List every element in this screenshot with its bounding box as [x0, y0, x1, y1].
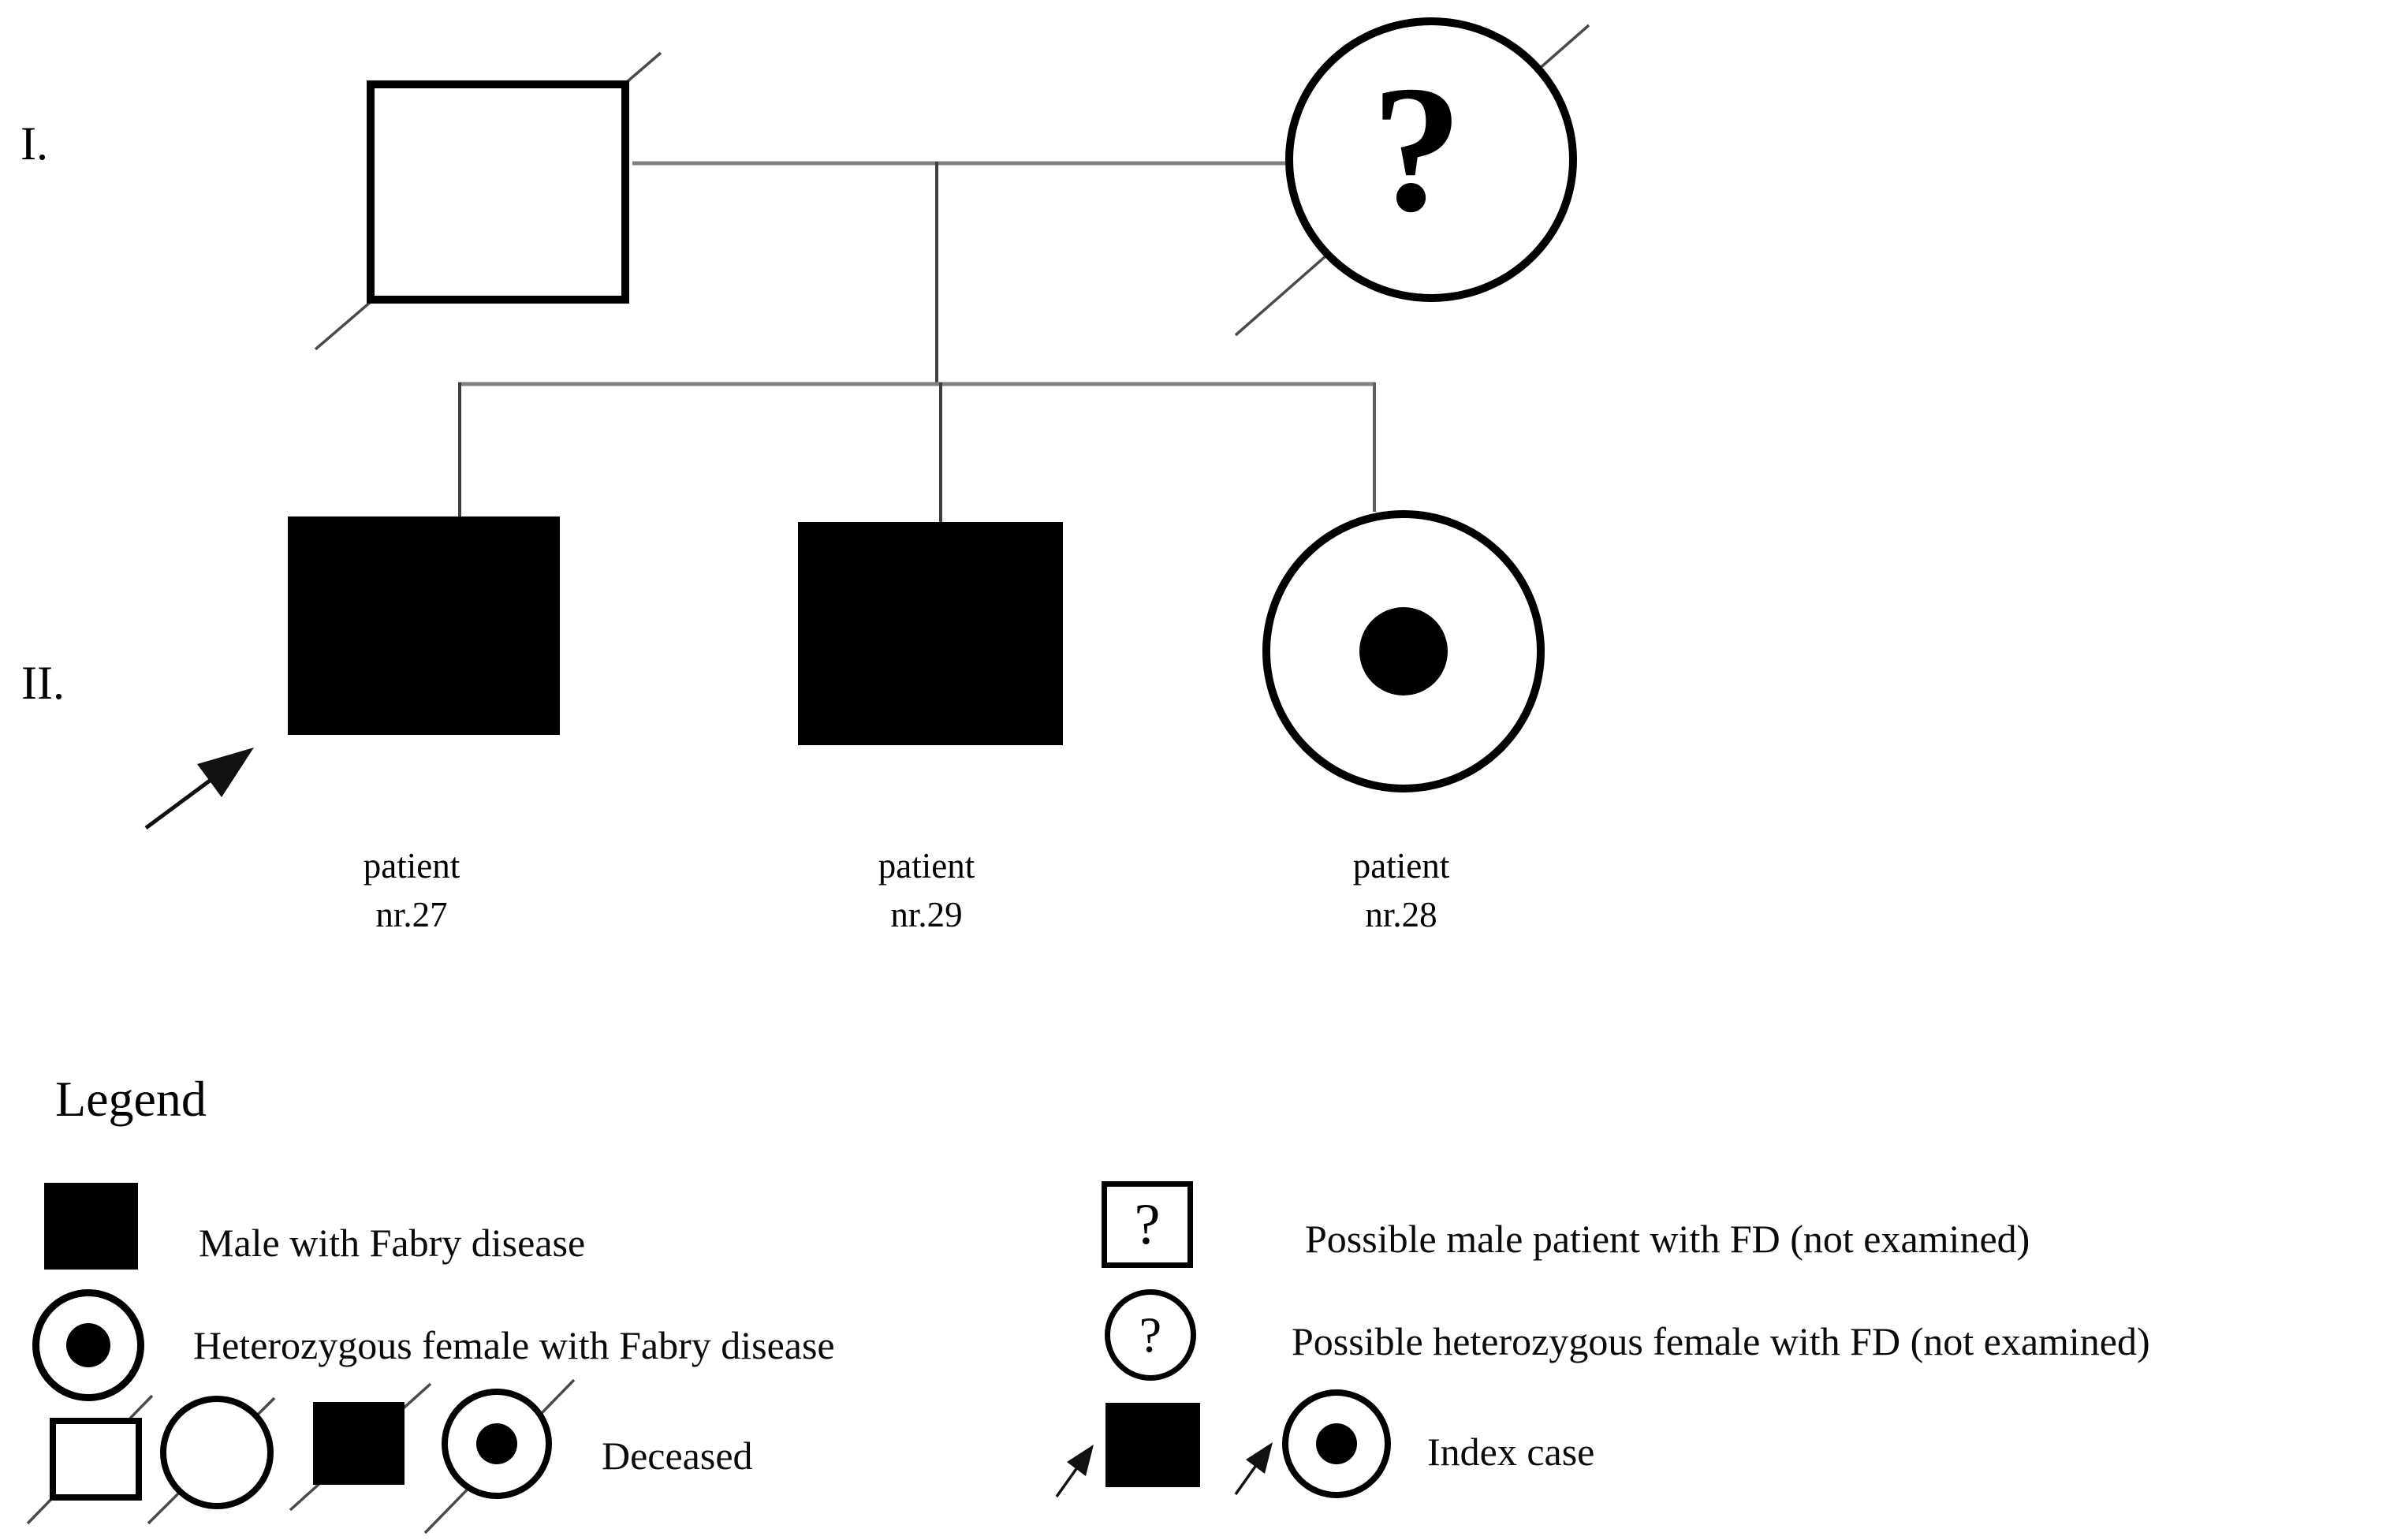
- patient27-affected-square: [288, 516, 560, 735]
- legend-carrier-female-dot: [66, 1323, 110, 1367]
- legend-deceased-label: Deceased: [602, 1434, 753, 1478]
- mother-question-mark: ?: [1371, 47, 1463, 249]
- legend-deceased-filled-square: [313, 1402, 405, 1485]
- patient29-label-line1: patient: [878, 846, 975, 886]
- father-deceased-square: [367, 80, 629, 304]
- legend-index-arrow2-shaft: [1234, 1463, 1258, 1496]
- legend-possible-female-question-mark: ?: [1139, 1307, 1162, 1363]
- legend-title: Legend: [55, 1071, 207, 1127]
- patient29-affected-square: [798, 522, 1063, 745]
- patient29-label-line2: nr.29: [890, 895, 963, 934]
- patient27-label-line2: nr.27: [375, 895, 448, 934]
- legend-possible-female-swatch: ?: [1105, 1289, 1196, 1381]
- legend-index-female-swatch: [1282, 1389, 1391, 1498]
- legend-possible-male-question-mark: ?: [1134, 1192, 1161, 1257]
- legend-male-affected-swatch: [44, 1183, 138, 1270]
- mother-possible-carrier-circle: ?: [1285, 17, 1577, 302]
- legend-deceased-open-circle: [160, 1396, 274, 1509]
- proband-arrow-head: [197, 748, 254, 797]
- legend-possible-male-swatch: ?: [1102, 1181, 1193, 1268]
- legend-deceased-carrier-circle: [442, 1389, 552, 1499]
- generation-I-label: I.: [21, 117, 48, 170]
- legend-index-arrow1-shaft: [1055, 1465, 1079, 1498]
- proband-arrow-shaft: [144, 778, 211, 830]
- legend-possible-male-label: Possible male patient with FD (not exami…: [1305, 1217, 2030, 1261]
- legend-index-female-dot: [1316, 1423, 1357, 1464]
- generation-II-label: II.: [21, 657, 65, 709]
- patient28-carrier-dot: [1359, 607, 1448, 695]
- legend-index-case-label: Index case: [1427, 1430, 1595, 1474]
- legend-deceased-open-square: [50, 1418, 142, 1501]
- legend-possible-female-label: Possible heterozygous female with FD (no…: [1292, 1319, 2150, 1363]
- legend-male-affected-label: Male with Fabry disease: [199, 1221, 586, 1265]
- legend-carrier-female-label: Heterozygous female with Fabry disease: [193, 1323, 835, 1367]
- legend-carrier-female-swatch: [32, 1289, 144, 1401]
- patient28-label-line1: patient: [1352, 846, 1450, 886]
- legend-index-male-swatch: [1105, 1403, 1200, 1487]
- patient28-label-line2: nr.28: [1365, 895, 1437, 934]
- legend-index-arrow2-head: [1246, 1442, 1273, 1474]
- patient27-label-line1: patient: [363, 846, 460, 886]
- legend-index-arrow1-head: [1067, 1445, 1094, 1476]
- patient28-carrier-circle: [1262, 510, 1545, 792]
- legend-deceased-carrier-dot: [476, 1423, 517, 1464]
